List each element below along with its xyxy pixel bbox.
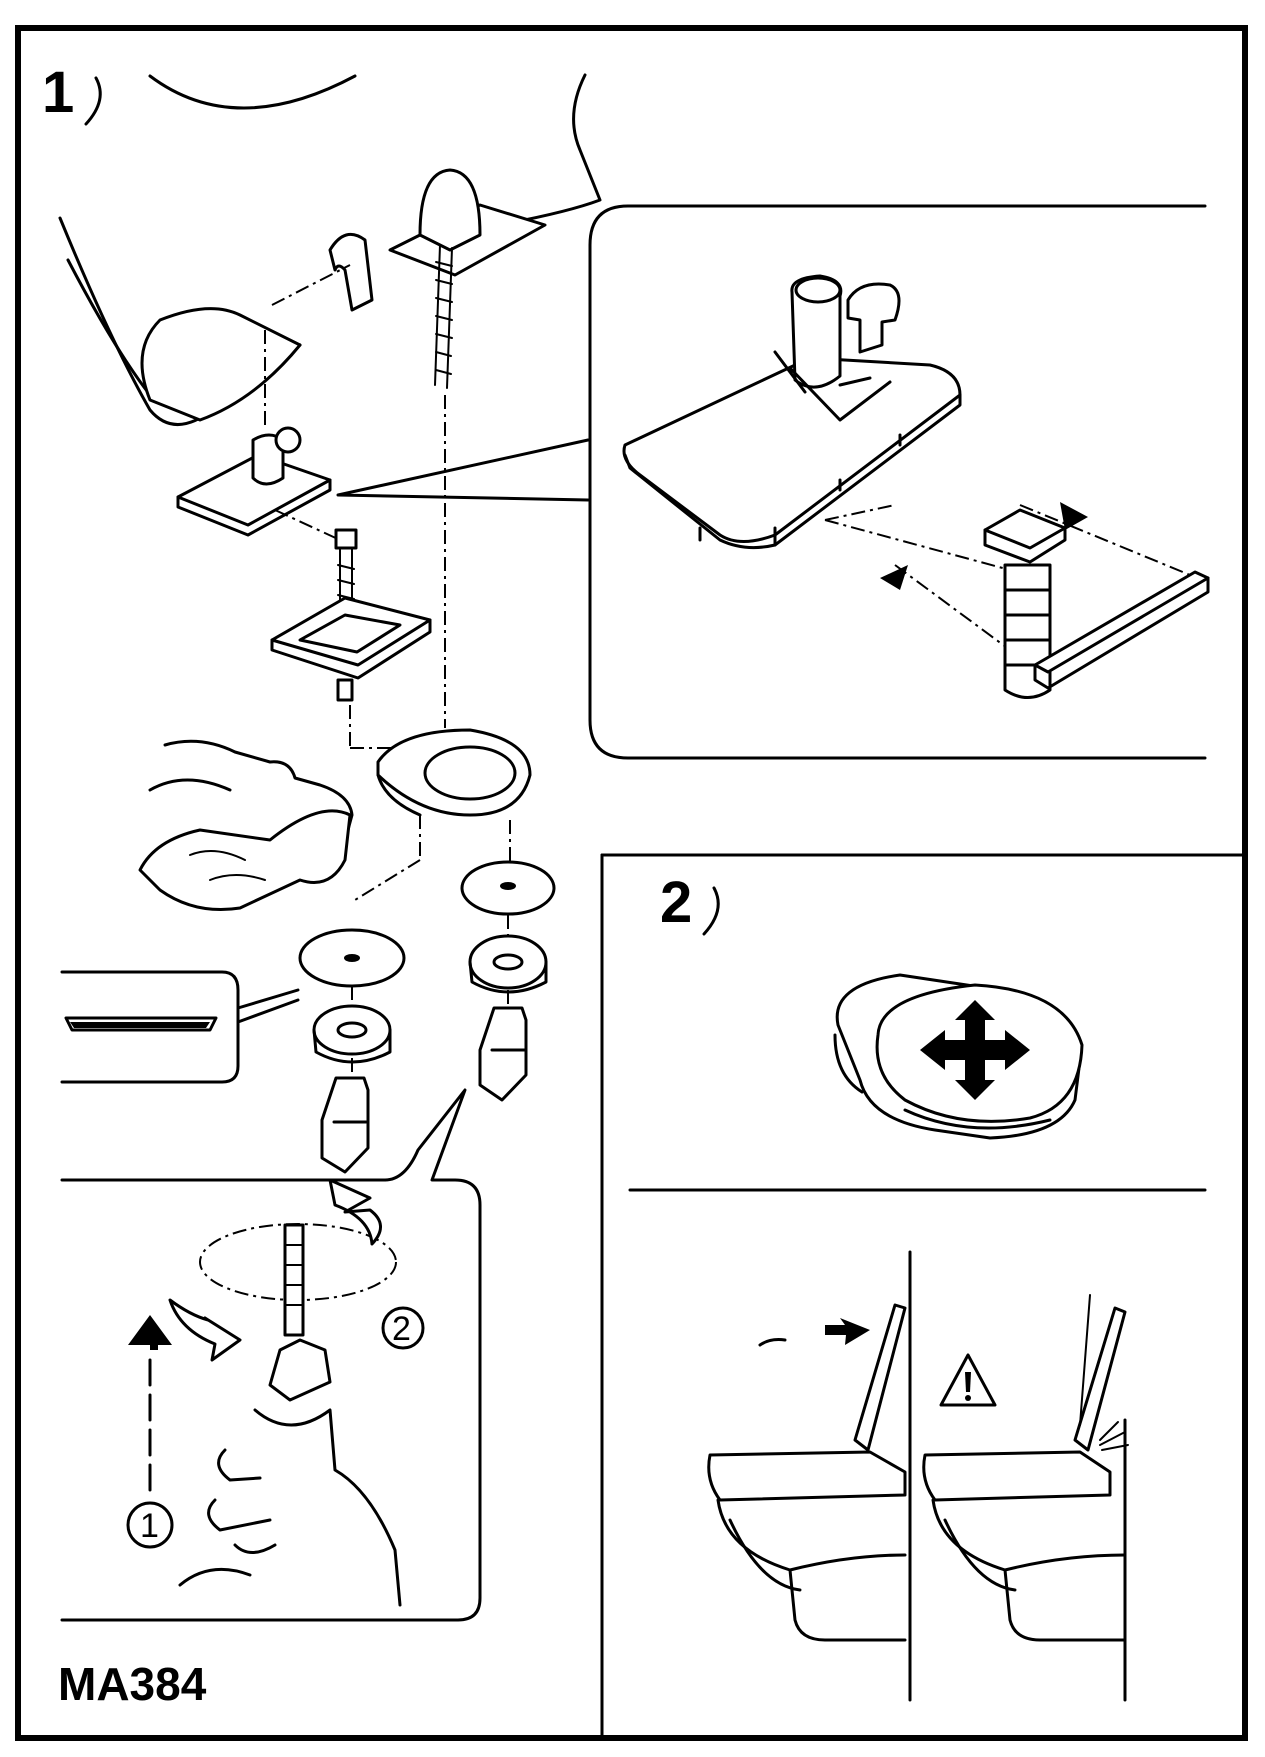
- manual-code: MA384: [58, 1658, 207, 1710]
- step-1-bracket: [84, 76, 102, 126]
- hinge-plate-detail: [588, 204, 1210, 760]
- step-2-bracket: [702, 886, 720, 936]
- washers-and-anchors: [298, 815, 556, 1174]
- step-2-panel: 2: [628, 870, 1207, 1702]
- rotation-detail-callout: 2 1: [60, 1088, 482, 1622]
- seat-correct-closing: [707, 1303, 907, 1642]
- callout-marker-1: 1: [140, 1507, 159, 1545]
- expansion-bolt-assembly: [270, 509, 432, 749]
- step-1-panel: 1: [42, 60, 1210, 1710]
- outer-frame: [15, 25, 1248, 1741]
- cleaning-hand: [138, 739, 354, 912]
- seat-hinge-illustration: [58, 73, 602, 728]
- seat-incorrect-slamming: [922, 1294, 1129, 1702]
- bowl-gasket: [376, 728, 532, 817]
- step-2-number: 2: [660, 870, 692, 935]
- step-1-number: 1: [42, 60, 74, 125]
- seat-adjust-illustration: [833, 973, 1084, 1140]
- callout-marker-2: 2: [392, 1310, 411, 1348]
- washer-detail-callout: [60, 970, 300, 1084]
- zoom-connector: [336, 438, 590, 502]
- hinge-base-plate: [176, 426, 332, 537]
